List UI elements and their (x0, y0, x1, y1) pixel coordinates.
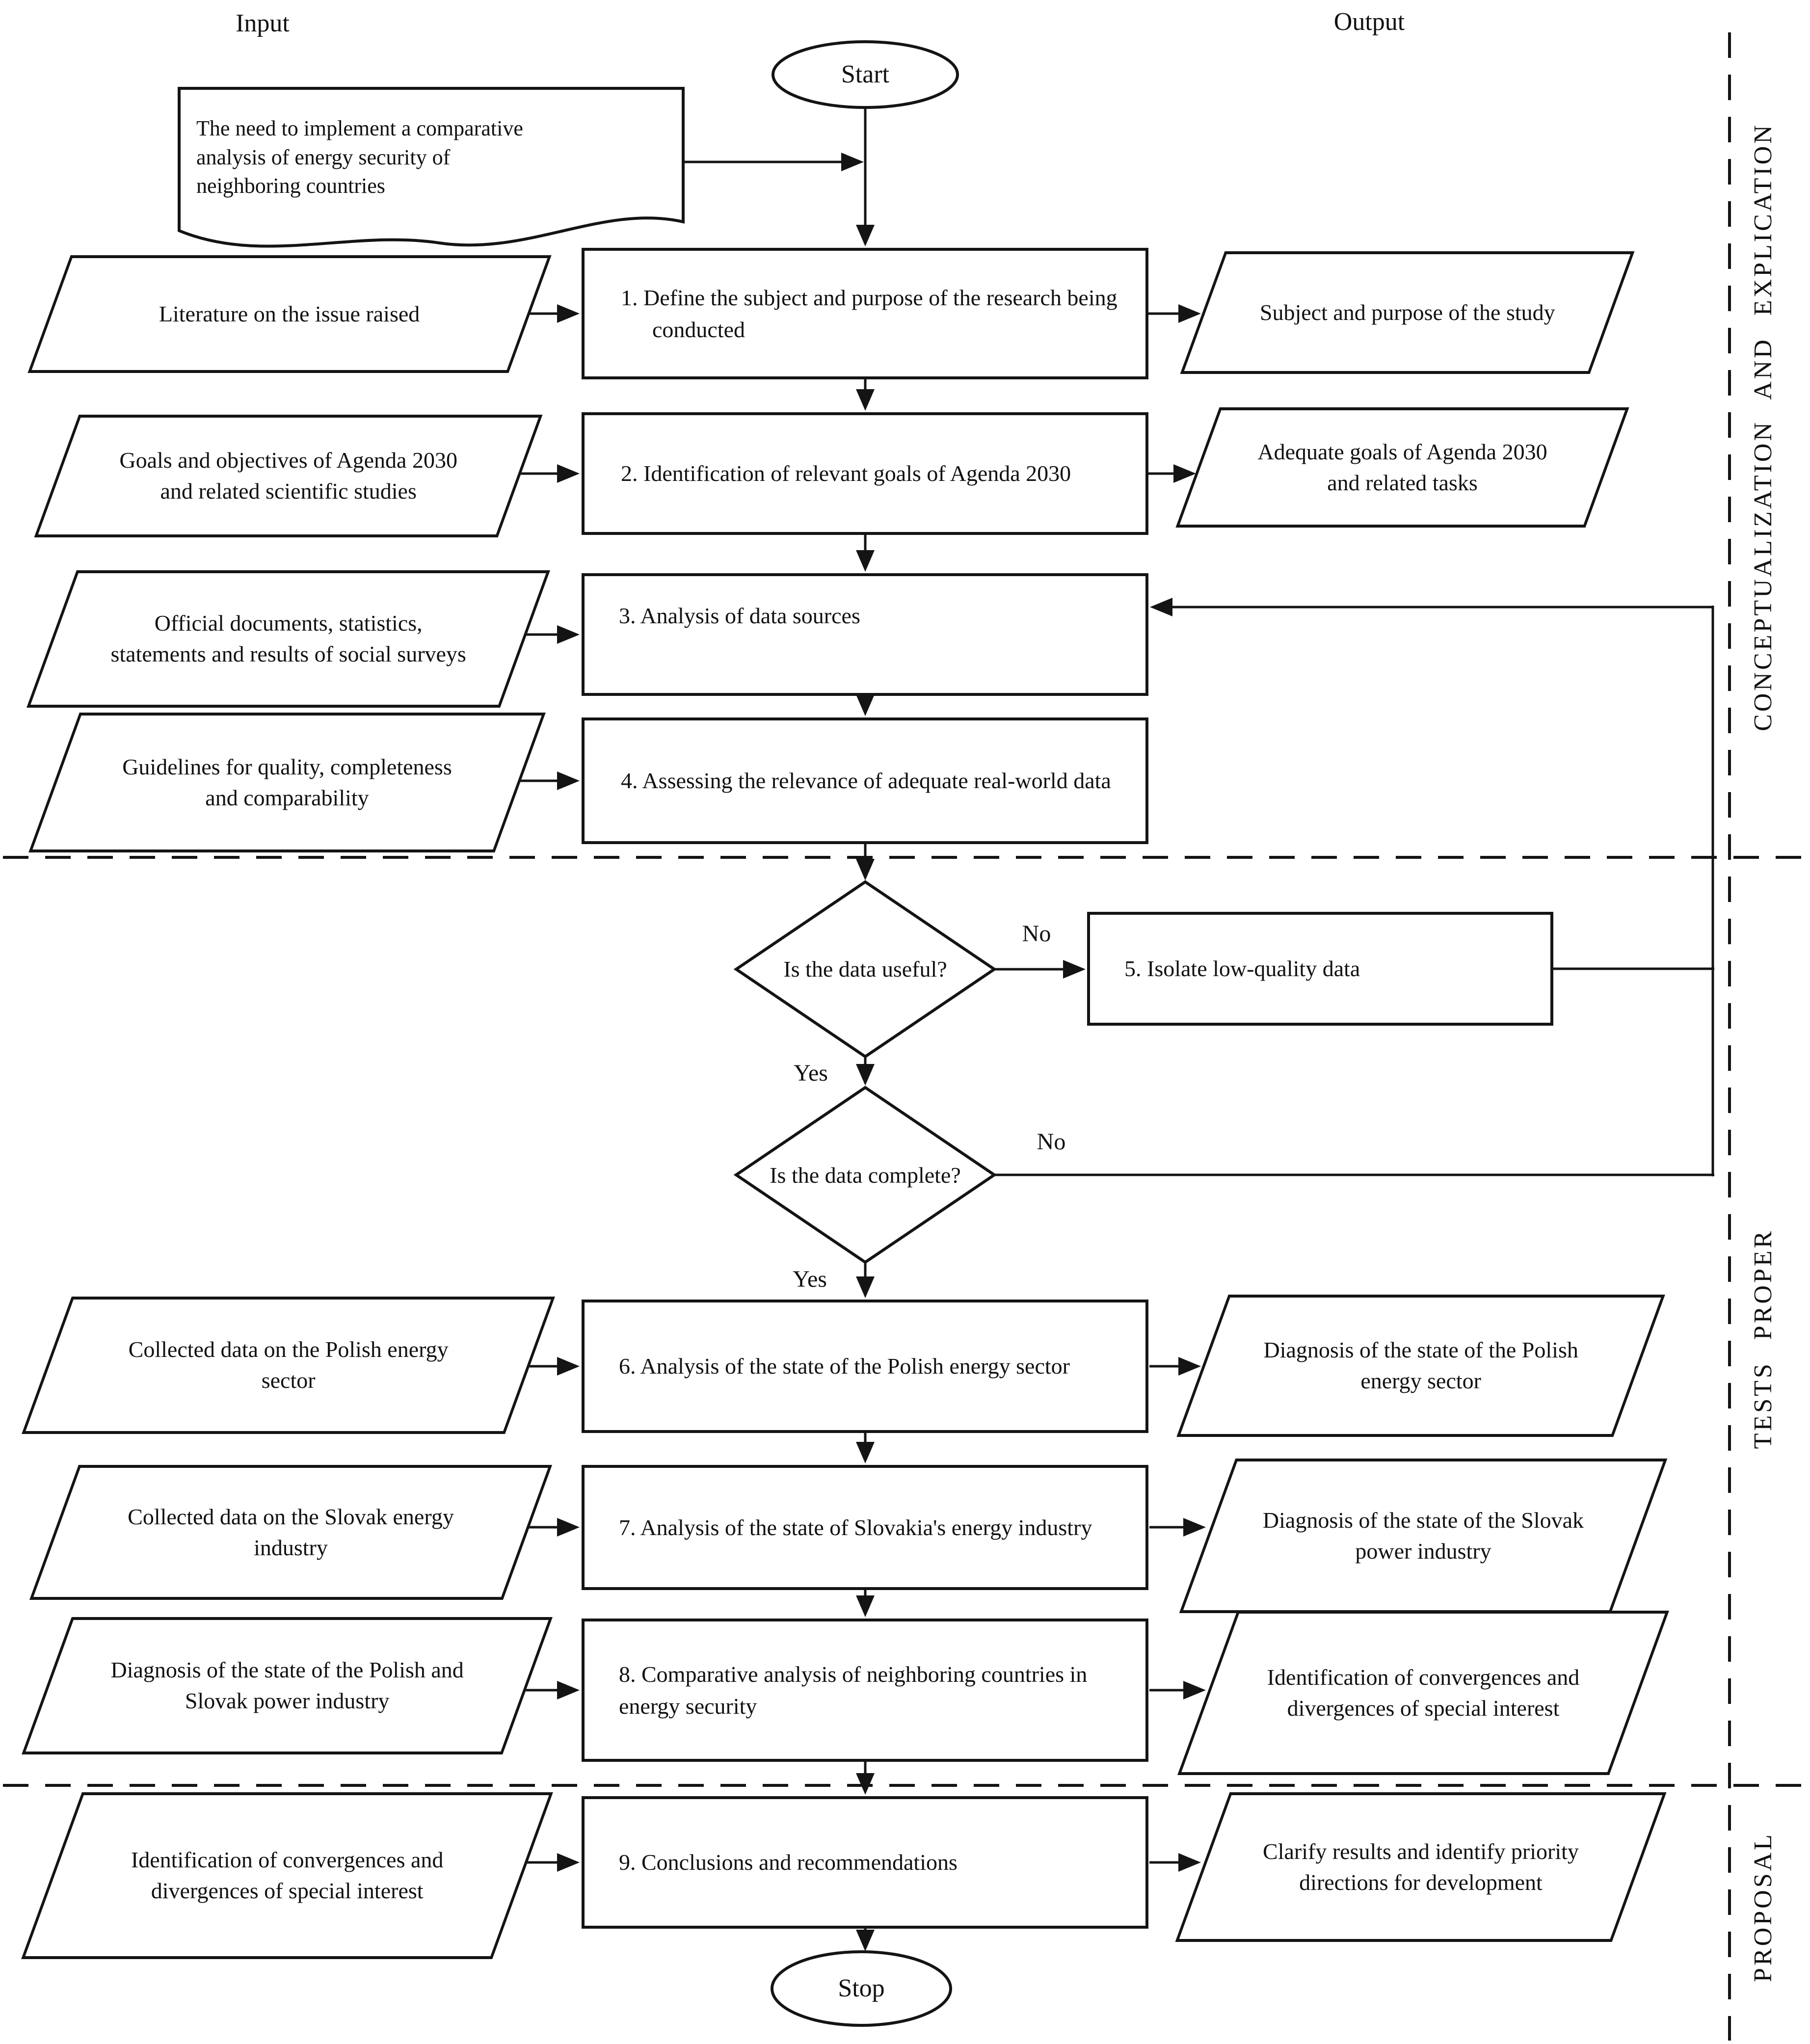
input-polish-data-text: Collected data on the Polish energy sect… (128, 1337, 449, 1393)
output-column-header: Output (1333, 7, 1405, 36)
process-7-text: 7. Analysis of the state of Slovakia's e… (619, 1514, 1092, 1540)
input-identification-convergences: Identification of convergences and diver… (21, 1792, 553, 1959)
process-5-isolate-low-quality: 5. Isolate low-quality data (1087, 912, 1553, 1026)
output-subject-purpose-text: Subject and purpose of the study (1259, 299, 1555, 325)
decision-complete-yes-label: Yes (793, 1266, 827, 1292)
process-5-text: 5. Isolate low-quality data (1124, 956, 1360, 982)
process-3-text: 3. Analysis of data sources (619, 603, 860, 628)
output-diagnosis-slovak-text: Diagnosis of the state of the Slovak pow… (1262, 1507, 1584, 1564)
output-clarify-results-text: Clarify results and identify priority di… (1263, 1838, 1579, 1895)
arrowheads (557, 153, 1206, 1951)
start-terminal-label: Start (841, 60, 890, 89)
input-agenda-goals: Goals and objectives of Agenda 2030 and … (34, 415, 543, 537)
input-official-documents: Official documents, statistics, statemen… (27, 570, 550, 708)
decision-diamond-useful (733, 880, 997, 1059)
output-adequate-goals-text: Adequate goals of Agenda 2030 and relate… (1257, 439, 1547, 495)
stop-terminal-label: Stop (838, 1974, 885, 2003)
input-diagnosis-both: Diagnosis of the state of the Polish and… (22, 1617, 553, 1754)
phase-divider-lines (3, 32, 1807, 2041)
input-official-documents-text: Official documents, statistics, statemen… (110, 611, 466, 666)
input-agenda-goals-text: Goals and objectives of Agenda 2030 and … (119, 448, 457, 504)
process-4-text: 4. Assessing the relevance of adequate r… (621, 768, 1111, 794)
input-identification-convergences-text: Identification of convergences and diver… (131, 1847, 444, 1903)
output-diagnosis-polish: Diagnosis of the state of the Polish ene… (1176, 1295, 1665, 1437)
process-6-text: 6. Analysis of the state of the Polish e… (619, 1354, 1070, 1379)
output-identification-convergences: Identification of convergences and diver… (1177, 1611, 1669, 1775)
decision-complete-question: Is the data complete? (770, 1163, 961, 1188)
connector-lines (518, 107, 1714, 1931)
output-clarify-results: Clarify results and identify priority di… (1175, 1792, 1667, 1942)
stage-label-conceptualization: CONCEPTUALIZATION AND EXPLICATION (1749, 123, 1777, 731)
process-2-identify-goals: 2. Identification of relevant goals of A… (582, 412, 1148, 535)
decision-useful-no-label: No (1022, 920, 1051, 947)
stage-label-proposal: PROPOSAL (1749, 1832, 1777, 1982)
output-adequate-goals: Adequate goals of Agenda 2030 and relate… (1175, 407, 1629, 528)
input-literature-text: Literature on the issue raised (159, 301, 420, 326)
input-guidelines-text: Guidelines for quality, completeness and… (122, 754, 452, 810)
input-column-header: Input (236, 9, 290, 37)
process-4-assess-relevance: 4. Assessing the relevance of adequate r… (582, 717, 1148, 844)
input-guidelines: Guidelines for quality, completeness and… (28, 713, 546, 852)
input-diagnosis-both-text: Diagnosis of the state of the Polish and… (110, 1657, 464, 1713)
stop-terminal-shape (771, 1950, 952, 2027)
decision-complete-no-label: No (1037, 1128, 1066, 1155)
start-terminal-shape (772, 40, 959, 109)
process-7-analysis-slovakia: 7. Analysis of the state of Slovakia's e… (582, 1465, 1148, 1590)
process-2-text: 2. Identification of relevant goals of A… (621, 461, 1071, 486)
output-identification-convergences-text: Identification of convergences and diver… (1267, 1664, 1580, 1721)
decision-useful-question: Is the data useful? (783, 956, 947, 982)
output-diagnosis-polish-text: Diagnosis of the state of the Polish ene… (1263, 1337, 1578, 1393)
process-1-text: 1. Define the subject and purpose of the… (621, 285, 1118, 342)
decision-diamond-complete (733, 1086, 997, 1264)
process-6-analysis-polish: 6. Analysis of the state of the Polish e… (582, 1300, 1148, 1433)
document-shape (178, 87, 685, 248)
document-note: The need to implement a comparative anal… (196, 116, 523, 198)
process-9-text: 9. Conclusions and recommendations (619, 1850, 958, 1875)
process-8-comparative-analysis: 8. Comparative analysis of neighboring c… (582, 1619, 1148, 1762)
output-diagnosis-slovak: Diagnosis of the state of the Slovak pow… (1179, 1459, 1668, 1613)
process-3-analysis-data-sources: 3. Analysis of data sources (582, 573, 1148, 696)
process-8-text: 8. Comparative analysis of neighboring c… (619, 1661, 1088, 1719)
process-9-conclusions: 9. Conclusions and recommendations (582, 1796, 1148, 1929)
input-literature: Literature on the issue raised (27, 255, 552, 373)
input-polish-data: Collected data on the Polish energy sect… (22, 1297, 555, 1434)
decision-useful-yes-label: Yes (794, 1060, 828, 1086)
stage-label-tests-proper: TESTS PROPER (1749, 1228, 1777, 1449)
process-1-define-subject: 1. Define the subject and purpose of the… (582, 248, 1148, 379)
output-subject-purpose: Subject and purpose of the study (1180, 251, 1635, 374)
input-slovak-data: Collected data on the Slovak energy indu… (29, 1465, 553, 1600)
terminal-and-decision-shapes (178, 40, 997, 2027)
input-slovak-data-text: Collected data on the Slovak energy indu… (128, 1504, 454, 1560)
